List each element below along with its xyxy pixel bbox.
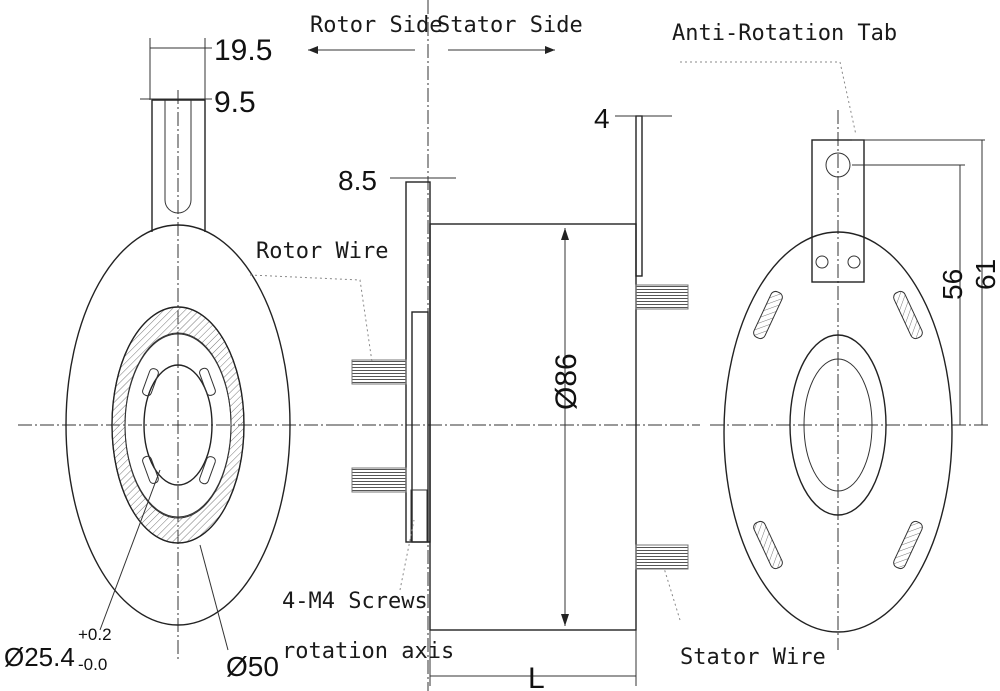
- dim-length: L: [528, 662, 545, 691]
- stator-body: [429, 223, 637, 631]
- stator-wire-label: Stator Wire: [680, 645, 826, 670]
- stator-slot: [893, 290, 923, 340]
- tab-screw: [815, 255, 829, 269]
- rotor-slot: [199, 367, 216, 396]
- stator-wire-upper: [635, 284, 689, 310]
- dim-56: 56: [937, 269, 968, 300]
- rotor-hub-side: [411, 311, 429, 543]
- stator-side-arrowhead: [545, 46, 555, 54]
- dim-19-5: 19.5: [214, 34, 272, 67]
- dim-8-5: 8.5: [338, 165, 377, 196]
- rotor-tab-slot: [164, 100, 192, 214]
- stator-slot: [753, 520, 783, 570]
- dim-4: 4: [594, 103, 610, 134]
- side-view: Rotor Side Stator Side 8.5 4 Ø86 L Rotor: [249, 0, 826, 691]
- rotor-ring-outer: [111, 306, 245, 544]
- rotor-wire-label: Rotor Wire: [256, 239, 388, 264]
- dim-9-5: 9.5: [214, 86, 256, 119]
- rotor-wire-upper: [351, 359, 407, 385]
- dim-86: Ø86: [550, 353, 583, 410]
- rotation-axis-label: rotation axis: [282, 639, 454, 664]
- stator-bore: [803, 358, 873, 492]
- stator-flange-outer: [723, 231, 953, 633]
- left-view: 19.5 9.5 Ø25.4 +0.2 -0.0 Ø50: [4, 34, 340, 682]
- anti-rotation-tab: [811, 139, 865, 283]
- stator-slot: [893, 520, 923, 570]
- dim-61: 61: [970, 259, 1000, 290]
- tab-hole: [825, 152, 851, 178]
- screws-leader: [399, 519, 415, 591]
- rotor-wire-lower: [351, 467, 407, 493]
- rotor-flange-side: [405, 181, 431, 543]
- rotor-bore: [143, 364, 213, 486]
- tab-screw: [847, 255, 861, 269]
- rotor-slot: [199, 456, 216, 485]
- rotor-ring-inner: [124, 332, 232, 518]
- right-view: 56 61 Anti-Rotation Tab: [672, 21, 1000, 650]
- dim-50: Ø50: [226, 651, 279, 682]
- bore-leader: [99, 469, 161, 631]
- screws-label: 4-M4 Screws: [282, 589, 428, 614]
- rotor-slot: [142, 368, 159, 397]
- screw-side: [410, 489, 428, 543]
- stator-wire-lower: [635, 544, 689, 570]
- anti-rotation-tab-label: Anti-Rotation Tab: [672, 21, 897, 46]
- dim-86-arrow-bottom: [561, 614, 569, 626]
- stator-ring-outer: [789, 334, 887, 516]
- stator-wire-leader: [663, 567, 681, 621]
- rotor-side-arrowhead: [308, 46, 318, 54]
- dim-bore-diameter: Ø25.4: [4, 642, 75, 672]
- dim-bore-tol-upper: +0.2: [78, 625, 112, 644]
- dim-86-arrow-top: [561, 228, 569, 240]
- stator-side-label: Stator Side: [437, 13, 583, 38]
- anti-rotation-leader: [680, 61, 857, 136]
- rotor-wire-leader: [249, 274, 373, 363]
- rotor-flange-outer: [65, 224, 291, 626]
- stator-tab-side: [635, 115, 643, 277]
- dim-bore-tol-lower: -0.0: [78, 655, 107, 674]
- rotor-side-label: Rotor Side: [310, 13, 442, 38]
- rotor-tab-outline: [151, 99, 206, 232]
- stator-slot: [753, 290, 783, 340]
- d50-leader: [199, 544, 229, 651]
